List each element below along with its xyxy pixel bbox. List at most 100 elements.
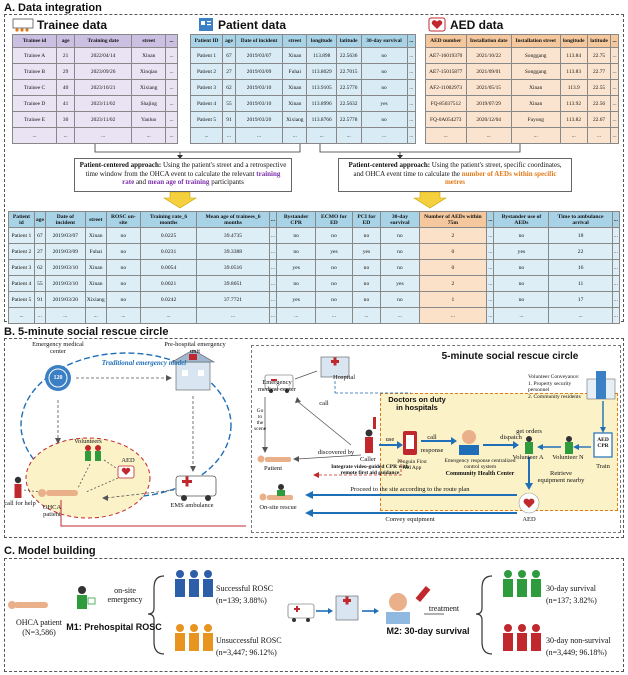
use-label: use [385,436,395,443]
merged-cell: yes [351,243,382,260]
aed-cell: 22.55 [586,79,612,96]
trainee-cell: ... [131,127,167,144]
call-label-2: call [427,434,437,441]
patient-header-cell: 30-day survival [360,34,408,48]
right-patient-label: Patient [263,465,283,472]
ohca-patient-label: OHCA patient [42,504,62,518]
aed-header-cell: longitude [559,34,588,48]
patient-cell: 113.8766 [306,111,337,128]
note-right-text1: Using the patient's street, specific coo… [353,161,562,178]
patient-cell: 2019/03/10 [234,79,284,96]
trainee-cell: ... [165,63,178,80]
merged-cell: no [105,291,141,308]
patient-cell: 22.5636 [335,47,362,64]
aed-header-cell: latitude [586,34,612,48]
train-label: Train [596,463,610,470]
patient-cell: yes [360,95,408,112]
trainee-cell: ... [165,79,178,96]
merged-cell: 0.0242 [139,291,198,308]
patient-cell: 2019/03/20 [234,111,284,128]
merged-cell: ... [611,307,621,324]
merged-cell: 2019/03/10 [44,259,86,276]
merged-cell: ... [380,307,420,324]
merged-cell: ... [486,307,495,324]
merged-header-cell: ... [486,211,495,228]
call-label-1: call [319,400,329,407]
trainee-header-cell: Trainee id [11,34,58,48]
merged-cell: no [105,243,141,260]
aed-cell: ... [610,47,619,64]
merged-cell: ... [44,307,86,324]
patient-cell: 113.8029 [306,63,337,80]
aed-cpr-label: AED CPR [597,437,609,449]
note-left-text3: participants [209,178,244,186]
aed-cell: ... [610,95,619,112]
merged-cell: no [380,259,420,276]
merged-cell: no [276,275,317,292]
merged-header-cell: Date of incident [44,211,86,228]
merged-cell: 2019/03/10 [44,275,86,292]
merged-cell: ... [268,291,278,308]
trainee-cell: 2023/10/21 [74,79,133,96]
m1-label: M1: Prehospital ROSC [66,622,162,632]
trainee-icon [12,18,34,32]
merged-cell: Xixiang [84,291,107,308]
merged-cell: no [380,291,420,308]
patient-cell: no [360,63,408,80]
merged-cell: 67 [33,227,46,244]
merged-cell: 0.0225 [139,227,198,244]
merged-header-cell: 30-day survival [380,211,420,228]
section-a-title: A. Data integration [4,2,102,14]
trainee-header-cell: street [131,34,167,48]
successful-rosc-n: (n=139; 3.88%) [216,596,267,605]
trainee-cell: ... [165,127,178,144]
right-aed-label: AED [522,516,536,523]
aed-cell: Songgang [510,63,561,80]
merged-cell: ... [486,275,495,292]
trainee-cell: Shajing [131,95,167,112]
merged-cell: Patient 5 [8,291,35,308]
merged-cell: no [276,227,317,244]
social-circle-zone [380,393,618,511]
merged-cell: ... [276,307,317,324]
patient-cell: Patient 5 [189,111,224,128]
merged-cell: no [351,291,382,308]
merged-cell: 2019/03/07 [44,227,86,244]
merged-cell: ... [486,259,495,276]
aed-header-cell: ... [610,34,619,48]
merged-header-cell: Number of AEDs within 75m [418,211,488,228]
left-emergency-center-label: Emergency medical center [32,341,84,355]
trainee-cell: Xinqiao [131,63,167,80]
merged-cell: ... [548,307,613,324]
patient-cell: ... [306,127,337,144]
patient-cell: Patient 3 [189,79,224,96]
merged-cell: no [493,275,550,292]
merged-cell: no [493,291,550,308]
aed-cell: 113.82 [559,111,588,128]
patient-cell: 22.5778 [335,111,362,128]
patient-cell: ... [406,79,417,96]
note-left-bold: Patient-centered approach: [79,161,162,169]
section-a-arrows [94,144,521,209]
trainee-title: Trainee data [37,18,108,32]
merged-cell: 2 [418,227,488,244]
merged-cell: no [105,275,141,292]
merged-cell: 0.0231 [139,243,198,260]
merged-cell: ... [486,227,495,244]
patient-cell: 55 [222,95,236,112]
patient-cell: 91 [222,111,236,128]
patient-cell: Xinan [282,47,308,64]
trainee-cell: ... [165,47,178,64]
merged-cell: no [315,291,353,308]
merged-header-cell: PCI for ED [351,211,382,228]
